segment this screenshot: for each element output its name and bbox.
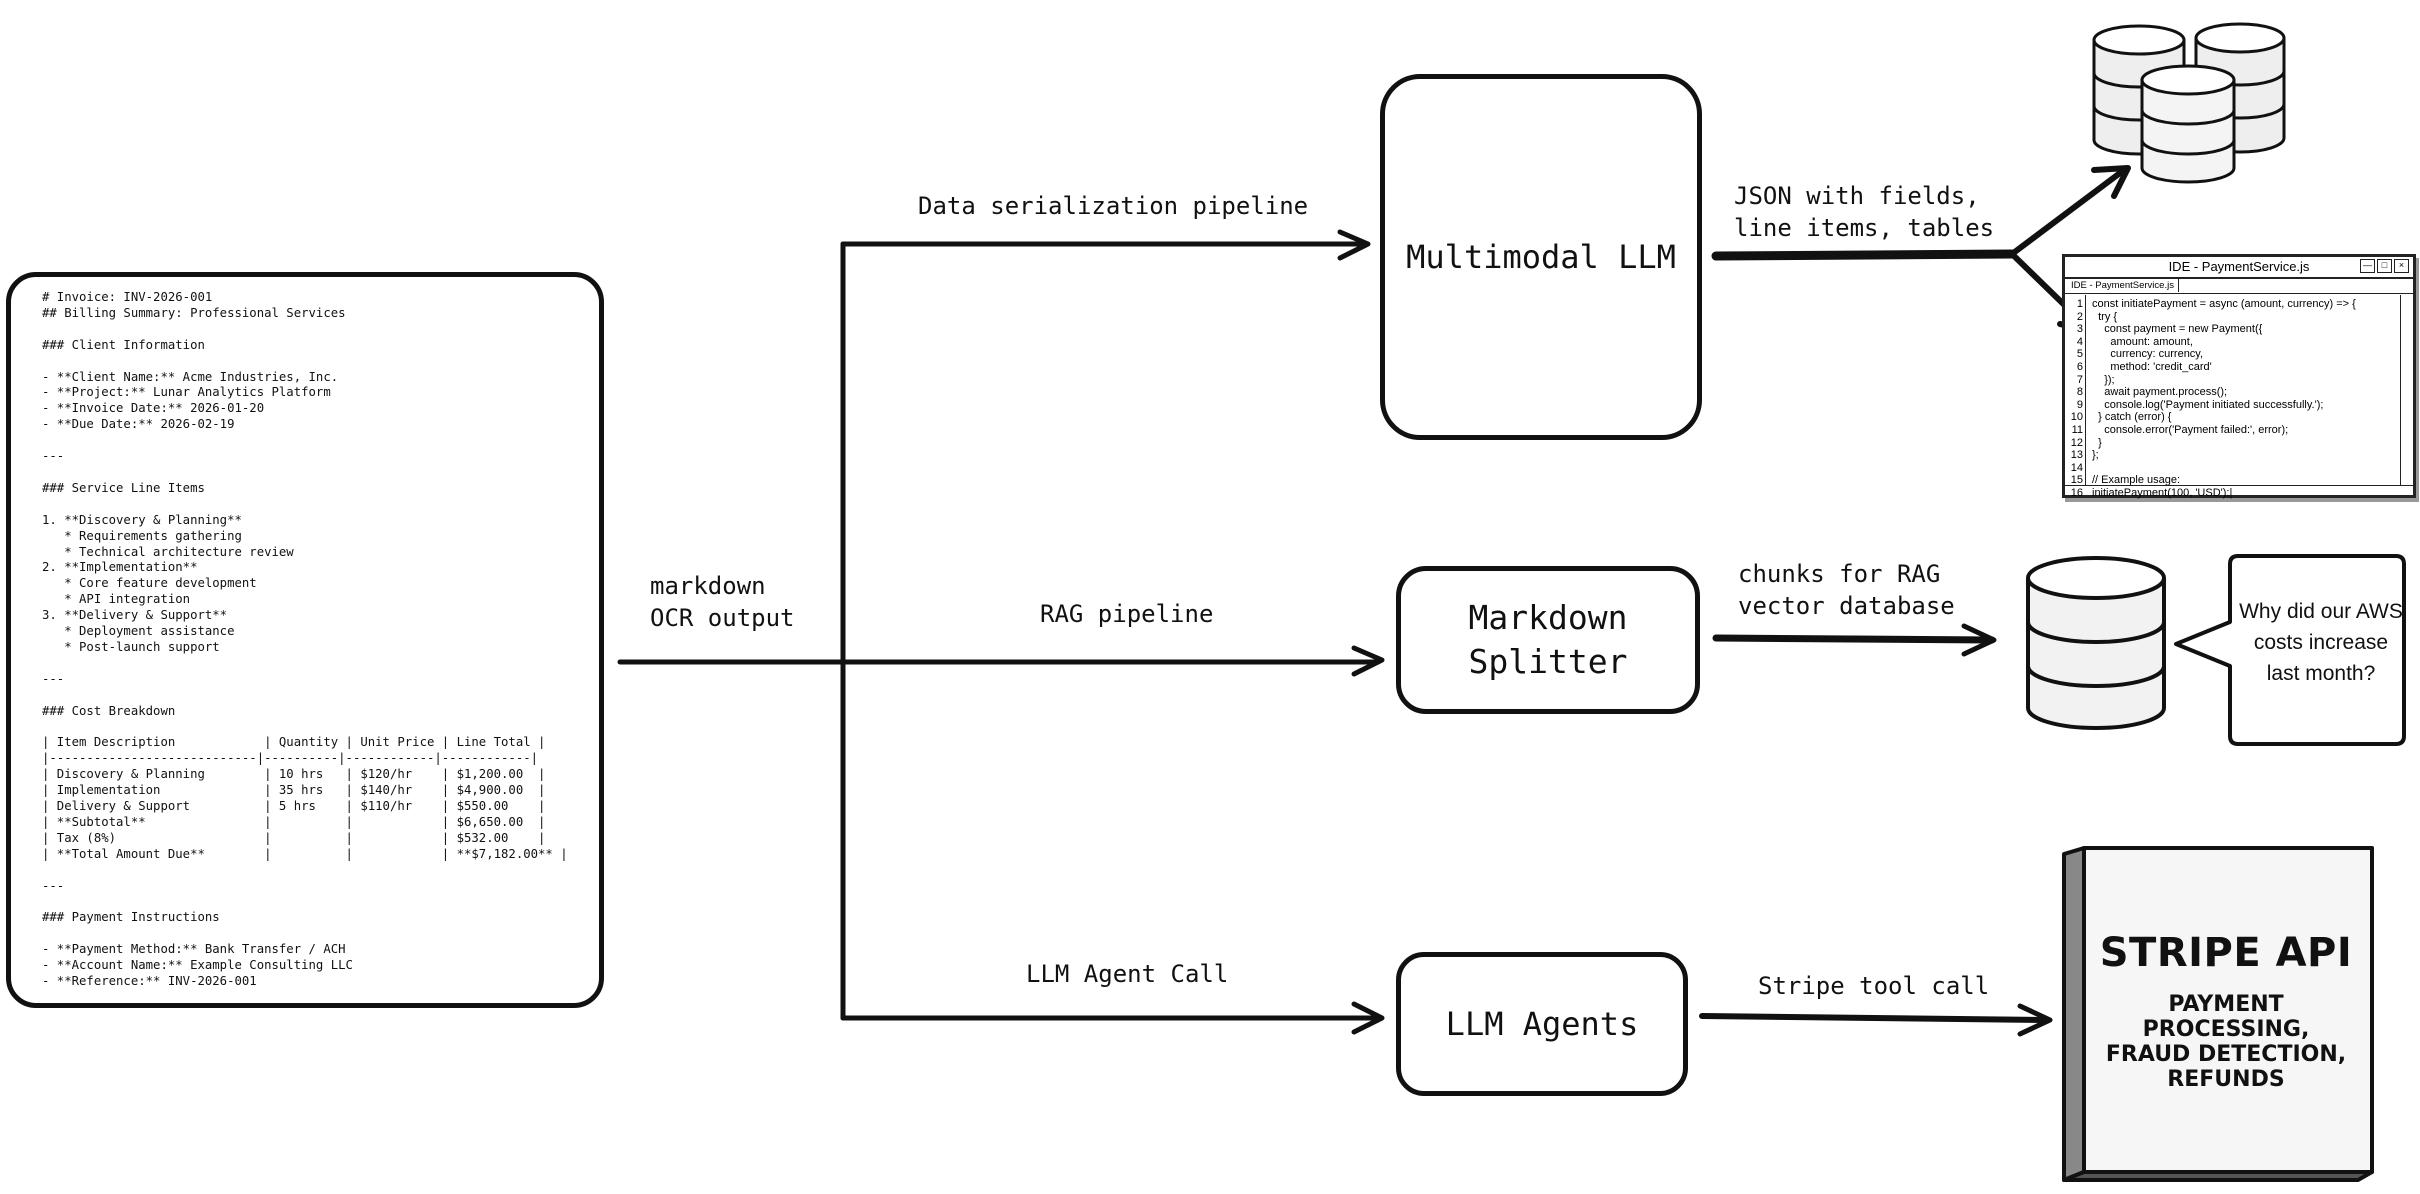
database-icon: [2026, 556, 2166, 730]
cube-icon: [2062, 846, 2374, 1182]
arrowhead-agent-call: [1351, 1001, 1385, 1035]
ide-title: IDE - PaymentService.js: [2168, 259, 2310, 274]
connector-to-databases: [2009, 167, 2127, 257]
label-data-serialization: Data serialization pipeline: [918, 192, 1309, 220]
connector-stripe: [1699, 1013, 2051, 1023]
label-rag-pipeline: RAG pipeline: [1040, 600, 1214, 628]
arrowhead-stripe: [2017, 1003, 2053, 1037]
arrowhead-rag: [1351, 645, 1385, 677]
window-controls: — □ ×: [2360, 259, 2409, 273]
speech-bubble-question: Why did our AWS costs increase last mont…: [2239, 600, 2403, 685]
label-llm-agent-call: LLM Agent Call: [1026, 960, 1229, 988]
database-stack-icon: [2092, 22, 2286, 184]
stripe-api-card: STRIPE API PAYMENT PROCESSING, FRAUD DET…: [2092, 930, 2360, 1092]
maximize-icon: □: [2377, 259, 2392, 273]
llm-agents-node: LLM Agents: [1396, 952, 1688, 1096]
label-markdown-ocr-output: markdown OCR output: [650, 572, 795, 632]
markdown-document: [6, 272, 604, 1008]
ide-tab-bar: IDE - PaymentService.js: [2065, 279, 2413, 294]
database-cylinder-front: [2140, 64, 2236, 184]
arrowhead-serialization: [1337, 229, 1371, 261]
markdown-splitter-node: Markdown Splitter: [1396, 566, 1700, 714]
connector-chunks: [1712, 634, 1996, 644]
ide-horizontal-scrollbar: [2065, 485, 2413, 495]
label-rag-chunks: chunks for RAG vector database: [1738, 560, 1955, 620]
ide-tab: IDE - PaymentService.js: [2067, 279, 2179, 292]
label-json-fields: JSON with fields, line items, tables: [1734, 182, 1995, 242]
arrowhead-chunks: [1961, 623, 1997, 657]
arrowhead-databases: [2091, 165, 2131, 199]
stripe-api-title: STRIPE API: [2099, 930, 2353, 976]
stripe-api-subtitle: PAYMENT PROCESSING, FRAUD DETECTION, REF…: [2105, 992, 2347, 1092]
speech-bubble-shape: [2174, 554, 2406, 746]
multimodal-llm-node: Multimodal LLM: [1380, 74, 1702, 440]
llm-agents-label: LLM Agents: [1445, 1005, 1639, 1043]
code-editor-icon: IDE - PaymentService.js — □ × IDE - Paym…: [2062, 254, 2416, 499]
ide-title-bar: IDE - PaymentService.js — □ ×: [2065, 257, 2413, 279]
markdown-splitter-label: Markdown Splitter: [1468, 598, 1628, 681]
label-stripe-tool-call: Stripe tool call: [1758, 972, 1990, 1000]
connector-json: [1711, 249, 2017, 261]
ide-line-numbers: 1 2 3 4 5 6 7 8 9 10 11 12 13 14 15 16: [2065, 295, 2086, 499]
multimodal-llm-label: Multimodal LLM: [1406, 238, 1676, 276]
ide-code: const initiatePayment = async (amount, c…: [2092, 298, 2356, 499]
ide-editor: 1 2 3 4 5 6 7 8 9 10 11 12 13 14 15 16 c…: [2065, 295, 2399, 499]
minimize-icon: —: [2360, 259, 2375, 273]
markdown-ocr-text: # Invoice: INV-2026-001 ## Billing Summa…: [42, 290, 568, 988]
close-icon: ×: [2394, 259, 2409, 273]
ide-vertical-scrollbar: [2400, 295, 2413, 485]
